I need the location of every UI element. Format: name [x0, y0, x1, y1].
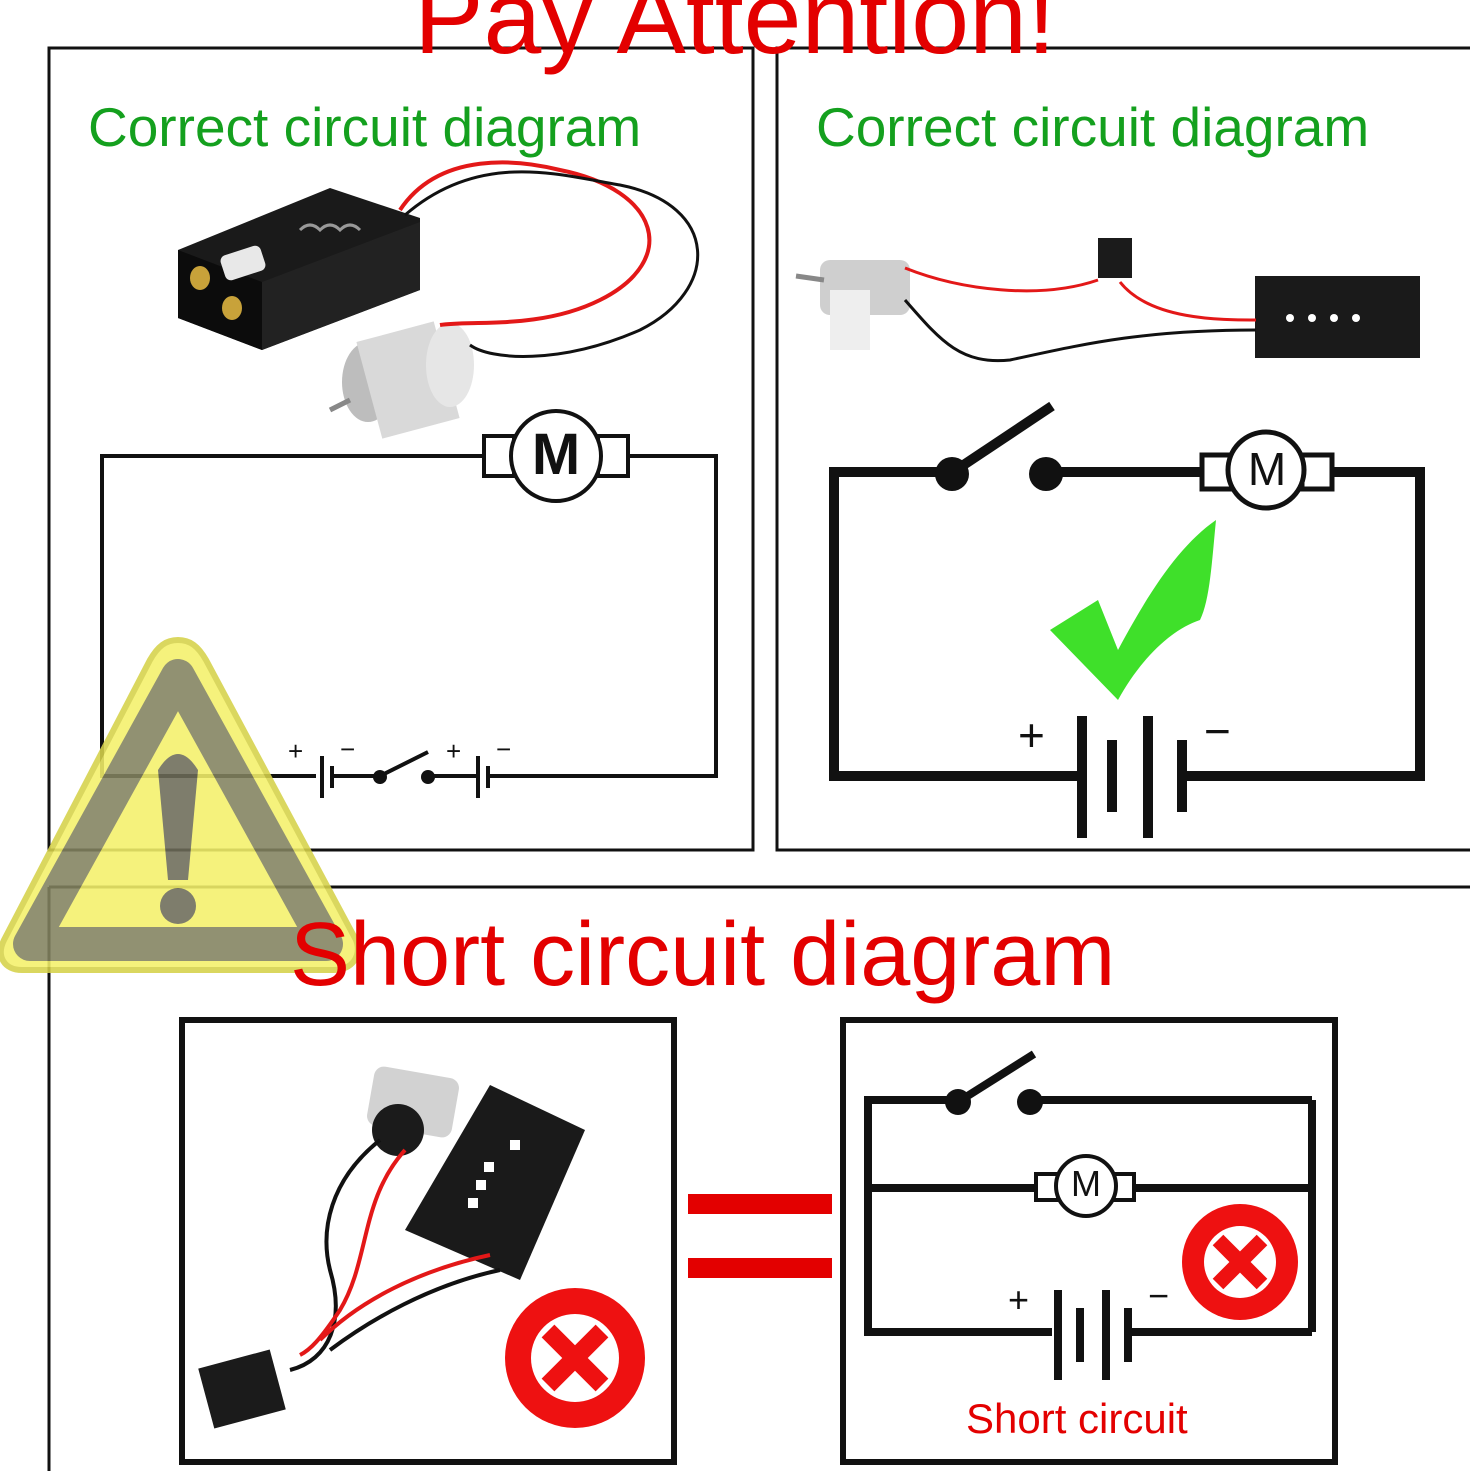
right-battery-minus: − [1204, 705, 1231, 757]
short-circuit-schematic-frame [840, 1017, 1338, 1465]
motor-symbol-circle [1054, 1154, 1118, 1218]
warning-triangle-icon [0, 636, 361, 973]
left-battery-plus: + [446, 736, 462, 766]
x-circle-icon [1182, 1204, 1298, 1320]
right-schematic [829, 401, 1425, 838]
left-motor-label: M [531, 422, 581, 487]
switch-terminal [373, 770, 387, 784]
equals-icon [688, 1194, 832, 1278]
short-circuit-caption: Short circuit [966, 1395, 1188, 1442]
short-circuit-photo [198, 1066, 585, 1429]
motor-connector [1299, 452, 1335, 492]
left-schematic [100, 409, 718, 798]
short-circuit-heading: Short circuit diagram [290, 905, 1116, 1005]
dc-motor-photo [328, 321, 474, 439]
right-panel-frame [775, 46, 1470, 852]
motor-switch-battery-photo [795, 238, 1420, 363]
bottom-battery-plus: + [1008, 1279, 1030, 1320]
red-wire [398, 160, 652, 327]
switch-terminal [1017, 1089, 1043, 1115]
right-motor-label: M [1247, 443, 1287, 495]
right-battery-plus: + [1018, 709, 1045, 761]
page-headline: Pay Attention! [414, 0, 1056, 76]
left-battery-minus: − [340, 734, 356, 764]
left-battery-minus: − [496, 734, 512, 764]
short-circuit-schematic [864, 1050, 1316, 1380]
left-panel-heading: Correct circuit diagram [88, 96, 642, 158]
battery-holder-photo [178, 188, 420, 350]
left-battery-plus: + [288, 736, 304, 766]
right-panel-heading: Correct circuit diagram [816, 96, 1370, 158]
bottom-motor-label: M [1071, 1163, 1101, 1204]
x-circle-icon [505, 1288, 645, 1428]
black-wire [404, 170, 700, 358]
checkmark-icon [1050, 520, 1216, 700]
left-panel-frame [47, 46, 755, 852]
short-circuit-photo-frame [179, 1017, 677, 1465]
switch-terminal [935, 457, 969, 491]
switch-terminal [1029, 457, 1063, 491]
motor-symbol-circle [1225, 429, 1307, 511]
bottom-battery-minus: − [1148, 1275, 1170, 1316]
switch-terminal [421, 770, 435, 784]
switch-terminal [945, 1089, 971, 1115]
